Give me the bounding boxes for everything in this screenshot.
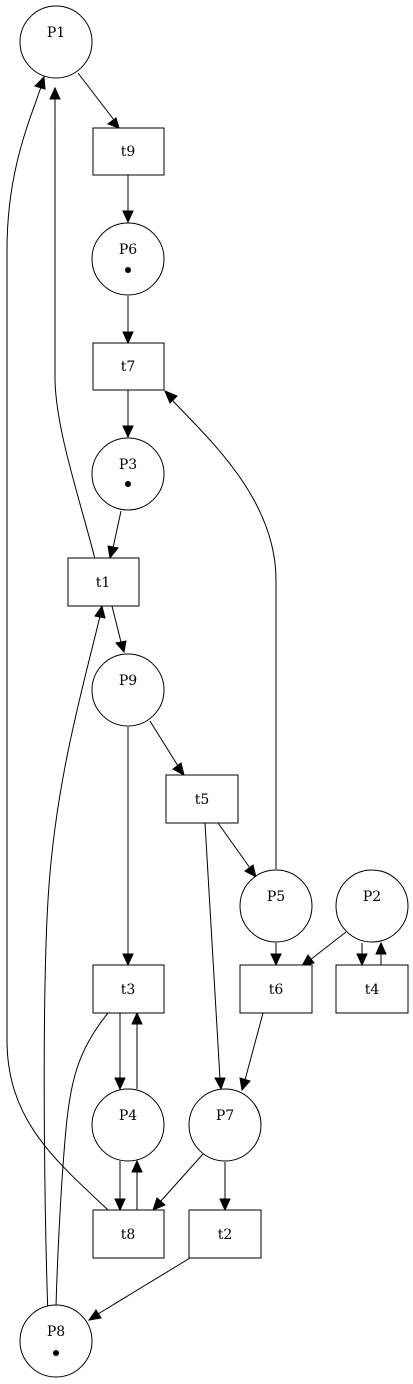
arc-t1-P9 [111,605,122,643]
arrowhead-P7-t2 [219,1198,231,1212]
arc-t5-P5 [217,822,251,869]
place-P5[interactable]: P5 [239,869,313,943]
place-label-P2: P2 [363,889,381,905]
place-label-P8: P8 [47,1324,65,1340]
place-label-P7: P7 [216,1108,234,1124]
arrowhead-t9-P6 [122,210,134,224]
arrowhead-P9-t3 [122,953,134,967]
place-P2[interactable]: P2 [335,869,409,943]
place-P3[interactable]: P3 [91,437,165,511]
transition-label-t9: t9 [121,144,136,160]
arc-P9-t5 [149,720,179,767]
place-label-P4: P4 [119,1108,137,1124]
place-label-P9: P9 [119,673,137,689]
transition-label-t8: t8 [121,1227,136,1243]
arrowhead-t1-P9 [115,640,127,654]
arrowhead-t2-P8 [87,1309,102,1321]
arc-P1-t9 [77,72,115,121]
arrowhead-t3-P4 [114,1077,126,1091]
place-label-P1: P1 [47,25,65,41]
arrowhead-P5-t6 [270,953,282,967]
arc-t6-P7 [244,1012,264,1081]
transition-t9[interactable]: t9 [92,127,165,176]
arrowhead-P8-t1 [94,604,106,619]
arc-P3-t1 [112,510,122,549]
place-P1[interactable]: P1 [19,5,93,79]
transition-t3[interactable]: t3 [92,964,165,1014]
transition-t5[interactable]: t5 [165,774,239,824]
place-P8[interactable]: P8 [19,1304,93,1378]
arrowhead-t6-P7 [239,1077,251,1092]
arrowhead-P7-t8 [152,1197,166,1211]
place-P4[interactable]: P4 [91,1088,165,1162]
arrowhead-t8-P4 [131,1159,143,1173]
token-P8 [53,1350,59,1356]
transition-t2[interactable]: t2 [188,1209,262,1259]
arc-t5-P7 [204,822,221,1080]
arrowhead-P6-t7 [122,331,134,345]
arrowhead-t5-P5 [244,864,257,878]
transition-label-t4: t4 [365,982,380,998]
arrowhead-t5-P7 [214,1077,226,1091]
arc-t3-P8 [55,1012,109,1308]
arrowhead-P1-t9 [106,117,120,129]
place-P9[interactable]: P9 [91,653,165,727]
transition-t6[interactable]: t6 [239,964,313,1014]
transition-t4[interactable]: t4 [335,964,409,1014]
transition-t7[interactable]: t7 [92,342,165,391]
arc-t1-P1 [54,98,96,560]
transition-label-t5: t5 [195,792,210,808]
place-label-P3: P3 [119,457,137,473]
arc-t8-P1 [6,86,109,1211]
token-P3 [125,481,131,487]
arc-P7-t8 [159,1153,204,1203]
arrowhead-t4-P2 [375,941,387,955]
arc-P2-t6 [309,931,347,961]
arrowhead-t7-P3 [122,425,134,439]
transition-label-t7: t7 [121,359,136,375]
transition-t1[interactable]: t1 [67,557,140,607]
place-P7[interactable]: P7 [188,1088,262,1162]
transitions: t9 t7 t1 t5 t3 t6 t4 t8 [67,127,409,1259]
arcs [6,72,387,1321]
arrowhead-P5-t7 [164,390,178,404]
transition-label-t2: t2 [218,1227,233,1243]
arc-P5-t7 [171,399,277,869]
place-label-P5: P5 [267,889,285,905]
arrowhead-P4-t3 [131,1011,143,1025]
arrowhead-P9-t5 [172,762,185,776]
arrowhead-P2-t4 [356,953,368,967]
transition-label-t6: t6 [269,982,284,998]
place-label-P6: P6 [119,242,137,258]
token-P6 [125,267,131,273]
transition-t8[interactable]: t8 [92,1209,165,1259]
transition-label-t3: t3 [121,982,136,998]
arc-P8-t1 [43,615,101,1318]
arrowhead-t1-P1 [49,86,61,100]
place-P6[interactable]: P6 [91,222,165,296]
arrowhead-t8-P1 [34,75,46,90]
places: P1 P6 P3 P9 P5 P2 P4 P7 [19,5,409,1378]
arc-t2-P8 [97,1257,191,1315]
transition-label-t1: t1 [96,575,111,591]
arrowhead-P3-t1 [107,545,119,560]
arrowhead-P2-t6 [301,954,315,967]
arrowhead-P4-t8 [114,1198,126,1212]
